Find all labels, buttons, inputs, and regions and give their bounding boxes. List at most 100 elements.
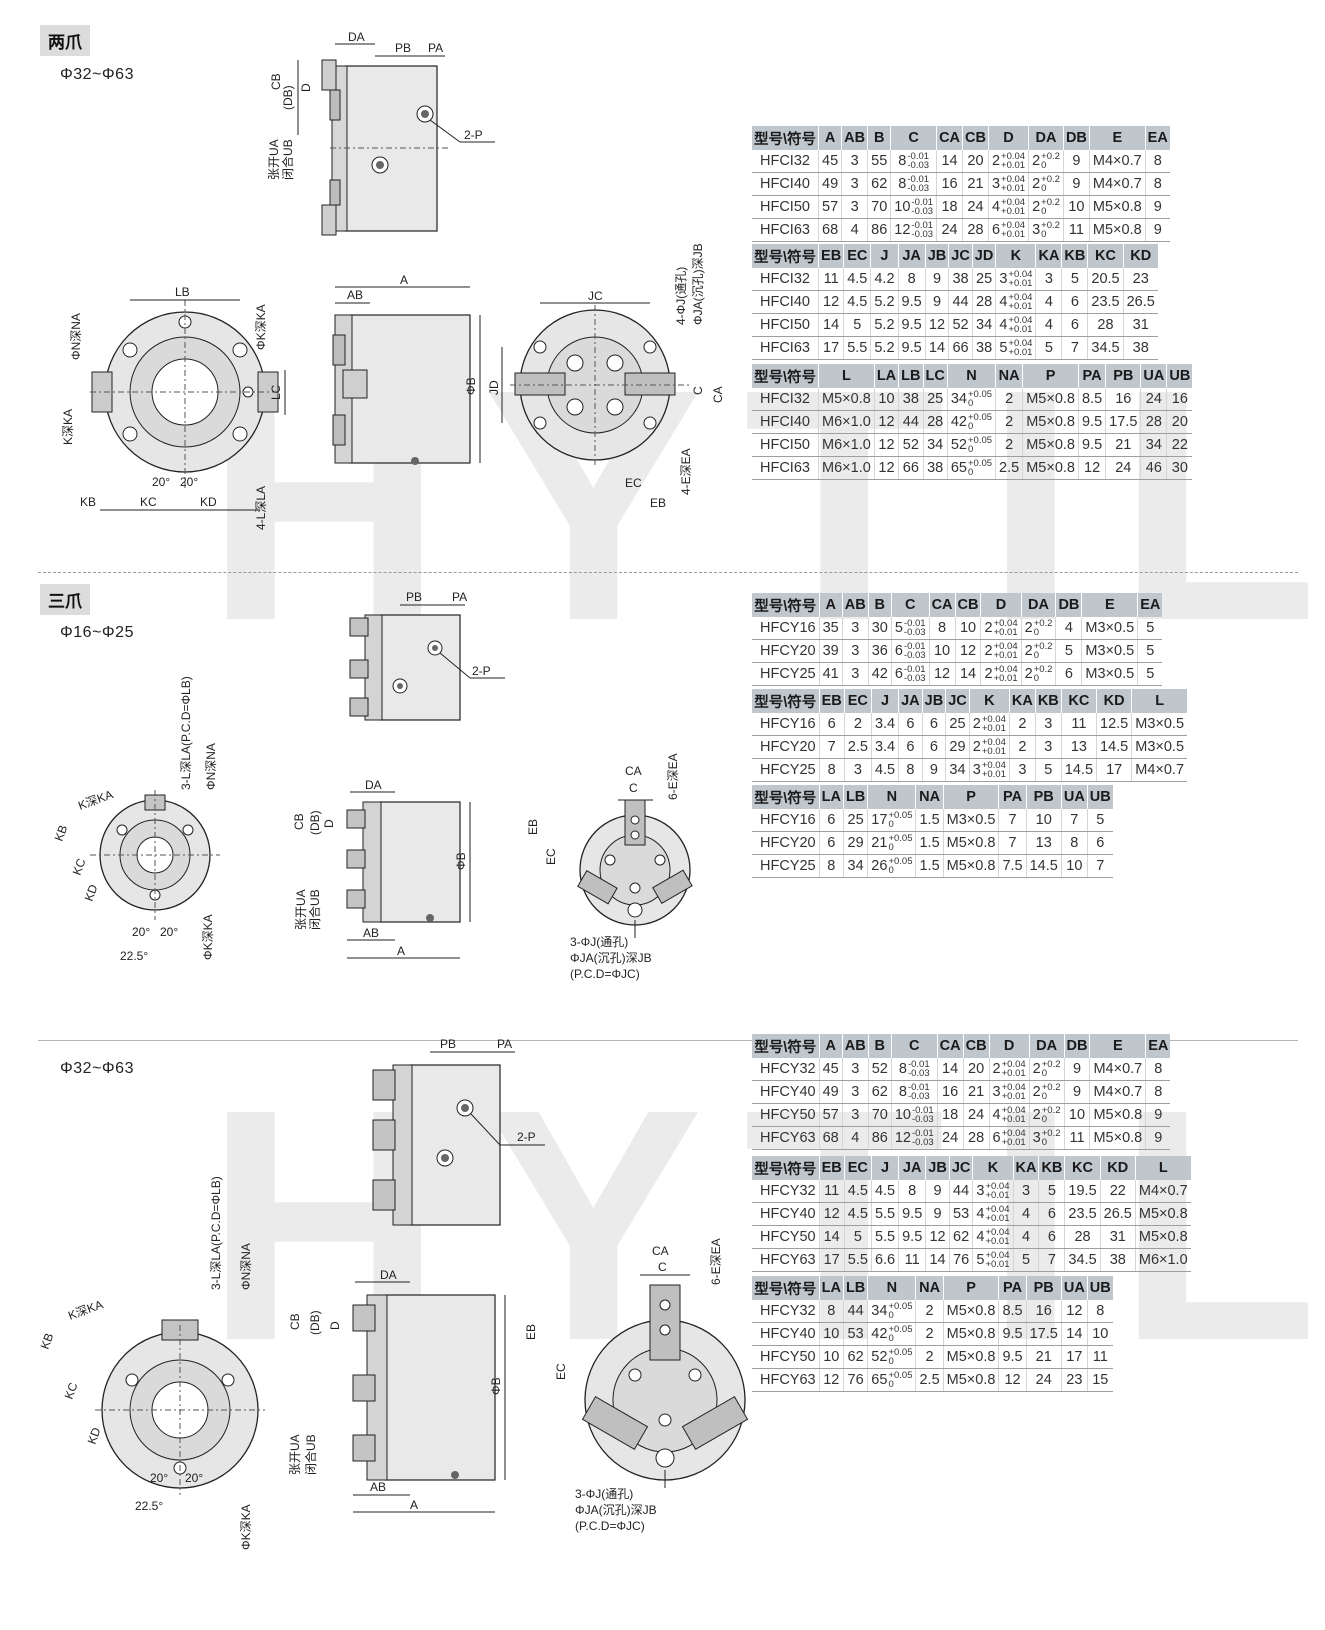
table-cell: 7 [819, 735, 845, 759]
table-cell: 6-0.01-0.03 [891, 662, 930, 686]
table-cell: 10 [1026, 809, 1062, 832]
table-cell: 24 [936, 218, 964, 242]
table-cell: 9 [1145, 1103, 1171, 1127]
table-cell: HFCI32 [752, 388, 820, 411]
dim-label: ΦK深KA [239, 1504, 253, 1550]
dim-label: C [658, 1260, 667, 1274]
table-cell: M3×0.5 [1081, 662, 1139, 686]
table-cell: 8-0.01-0.03 [891, 1058, 938, 1081]
table-cell: 6 [1061, 290, 1089, 314]
table-cell: 10-0.01-0.03 [891, 1103, 938, 1127]
table-header-cell: E [1089, 126, 1146, 150]
table-header-cell: 型号\符号 [752, 1034, 820, 1058]
table-cell: 6 [898, 713, 923, 736]
table-cell: 22 [1100, 1180, 1136, 1203]
table-cell: HFCY20 [752, 831, 820, 855]
table-cell: HFCI50 [752, 195, 820, 219]
table-cell: 4.5 [844, 1202, 872, 1226]
table-cell: 3 [1009, 758, 1036, 782]
table-cell: 12 [874, 456, 900, 480]
table-cell: 10 [819, 1322, 844, 1346]
table-cell: 3 [842, 1058, 869, 1081]
table-cell: 2+0.04+0.01 [980, 662, 1022, 686]
table-cell: 17 [819, 1248, 845, 1272]
table-cell: 2.5 [995, 456, 1024, 480]
table-cell: 7 [1038, 1248, 1066, 1272]
table-cell: 6 [819, 809, 844, 832]
table-cell: HFCI50 [752, 433, 820, 457]
table-cell: 2+0.04+0.01 [969, 713, 1010, 736]
table-cell: 14 [936, 150, 964, 173]
table-header-cell: EB [819, 1156, 845, 1180]
table-header-cell: DB [1064, 1034, 1091, 1058]
table-cell: HFCY25 [752, 758, 820, 782]
table-cell: 3+0.04+0.01 [988, 172, 1030, 196]
table-header-cell: JB [922, 689, 947, 713]
dim-label: C [691, 386, 705, 395]
table-cell: 16 [1026, 1300, 1062, 1323]
dim-label: 20° [152, 475, 170, 489]
table-cell: 38 [948, 268, 973, 291]
table-cell: 5 [1038, 1180, 1066, 1203]
table-cell: 3 [1035, 713, 1062, 736]
table-cell: 16 [1166, 388, 1193, 411]
table-header-cell: E [1081, 593, 1139, 617]
three-jaw-large-front-view: 3-L深LA(P.C.D=ΦLB) ΦN深NA K深KA KB KC KD 20… [38, 1176, 265, 1550]
table-cell: 3 [1035, 268, 1063, 291]
table-cell: 6+0.04+0.01 [988, 218, 1030, 242]
table-cell: 44 [898, 410, 924, 434]
dim-label: ΦJA(沉孔)深JB [575, 1503, 657, 1517]
dim-label: EC [544, 848, 558, 865]
table-cell: 4+0.04+0.01 [989, 1103, 1030, 1127]
table-cell: 14 [818, 313, 845, 337]
table-cell: 4 [1055, 617, 1083, 640]
table-cell: M4×0.7 [1089, 172, 1146, 196]
table-header-cell: C [891, 1034, 938, 1058]
table-cell: 8 [819, 1300, 844, 1323]
table-cell: M6×1.0 [818, 410, 875, 434]
table-cell: 18 [936, 195, 964, 219]
table-cell: 34.5 [1087, 336, 1124, 360]
table-header-cell: DA [1021, 593, 1057, 617]
table-cell: 5.5 [844, 1248, 872, 1272]
table-header-cell: D [988, 126, 1030, 150]
table-cell: 6.6 [871, 1248, 900, 1272]
dim-label: EB [526, 819, 540, 835]
table-header-cell: PA [1078, 364, 1107, 388]
table-header-cell: UB [1087, 1276, 1113, 1300]
table-header-cell: KB [1035, 689, 1062, 713]
table-cell: 45 [818, 150, 843, 173]
dim-label: 闭合UB [303, 1434, 318, 1475]
table-cell: 10 [874, 388, 900, 411]
table-cell: 10 [955, 617, 982, 640]
table-cell: 3 [844, 758, 872, 782]
table-header-cell: AB [842, 1034, 869, 1058]
dim-label: DA [348, 30, 365, 44]
table-header-cell: CA [937, 1034, 964, 1058]
table-cell: 6 [1061, 313, 1089, 337]
table-cell: 52 [898, 433, 924, 457]
table-cell: 10 [1087, 1322, 1113, 1346]
dim-label: ΦN深NA [204, 743, 218, 790]
dim-label: 6-E深EA [709, 1238, 723, 1285]
table-cell: 9 [1145, 1126, 1171, 1150]
table-cell: HFCI40 [752, 172, 820, 196]
table-cell: 2+0.04+0.01 [969, 735, 1010, 759]
dim-label: ΦK深KA [201, 914, 215, 960]
table-cell: 62 [868, 1080, 892, 1104]
table-cell: 3 [842, 662, 869, 686]
table-cell: 3 [842, 639, 869, 663]
table-cell: 11 [1061, 713, 1098, 736]
